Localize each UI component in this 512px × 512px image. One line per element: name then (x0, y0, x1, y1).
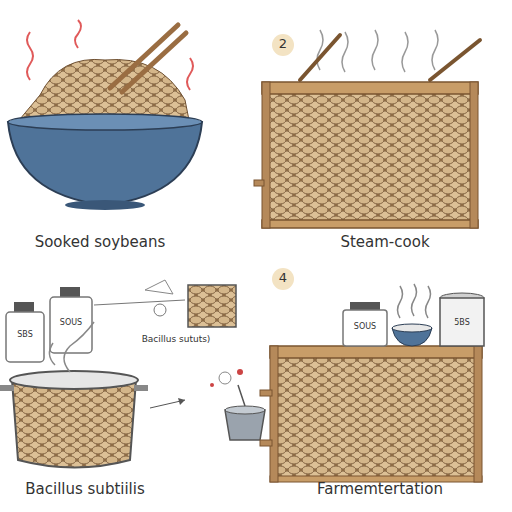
soybean-bowl (8, 20, 202, 210)
bottle-label: SOUS (60, 318, 82, 327)
steam-crate (254, 30, 480, 228)
panel-caption: Farmemtertation (317, 481, 443, 498)
panel-caption: Bacillus subtiilis (25, 481, 145, 498)
panel-caption: Sooked soybeans (35, 234, 166, 251)
can-label: 5BS (454, 318, 470, 327)
step-number: 2 (279, 37, 287, 52)
inoculation-scene (0, 280, 265, 468)
jar-label: SOUS (354, 322, 376, 331)
step-number: 4 (279, 271, 287, 286)
callout-label: Bacillus sututs) (142, 334, 211, 344)
panel-caption: Steam-cook (340, 234, 429, 251)
bottle-label: SBS (17, 330, 33, 339)
fermentation-crate (260, 268, 484, 482)
